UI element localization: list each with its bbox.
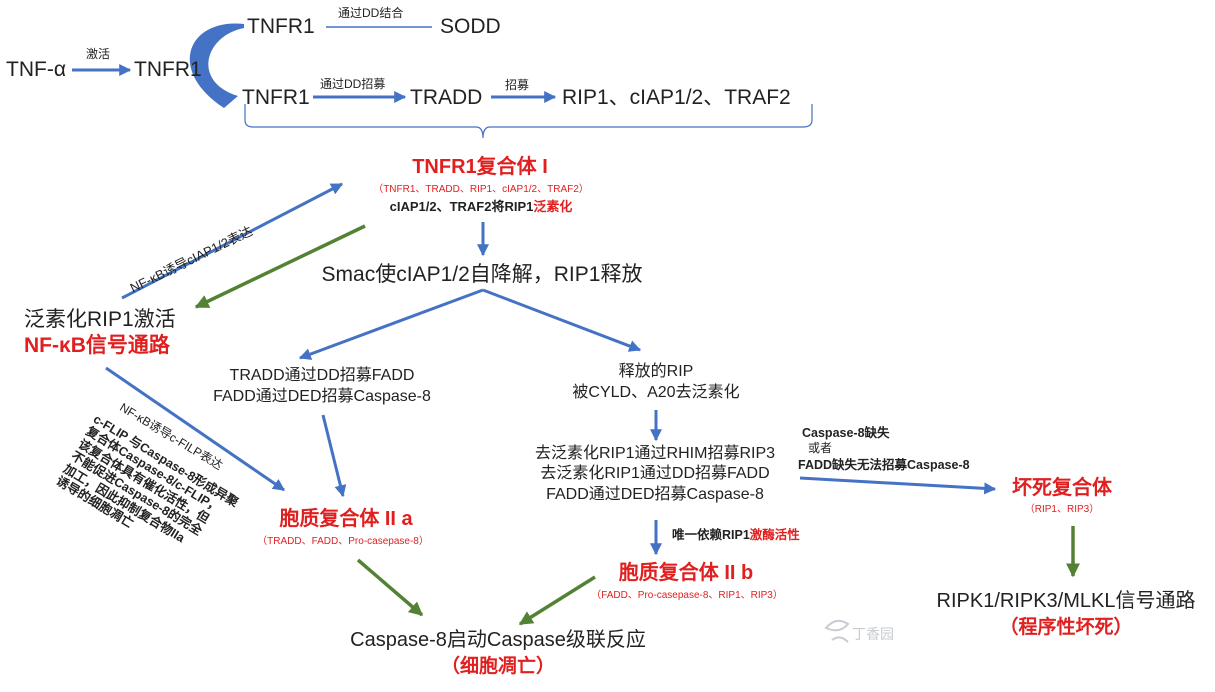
label-kinase-text: 唯一依赖RIP1 xyxy=(672,528,750,542)
left-mid-line: TRADD通过DD招募FADD xyxy=(229,367,415,384)
complex1-title: TNFR1复合体 I xyxy=(412,156,548,178)
watermark-logo-icon xyxy=(824,619,850,643)
necro-complex-title: 坏死复合体 xyxy=(1012,477,1112,499)
arrow-smac-to-left xyxy=(298,288,484,360)
deub-text: 去泛素化RIP1通过RHIM招募RIP3 去泛素化RIP1通过DD招募FADD … xyxy=(535,444,775,505)
deub-line: 去泛素化RIP1通过RHIM招募RIP3 xyxy=(534,445,776,462)
label-fadd-missing: FADD缺失无法招募Caspase-8 xyxy=(798,458,970,472)
curved-split-arrow xyxy=(189,23,244,108)
nfkb-pathway: NF-κB信号通路 xyxy=(24,334,170,357)
apoptosis-label: （细胞凋亡） xyxy=(440,656,556,677)
smac-node: Smac使cIAP1/2自降解，RIP1释放 xyxy=(321,263,643,286)
left-mid-line: FADD通过DED招募Caspase-8 xyxy=(213,387,431,405)
complex2b-title: 胞质复合体 II b xyxy=(618,562,754,584)
tnfr1-top-node: TNFR1 xyxy=(247,15,315,38)
complex2b-members: （FADD、Pro-casepase-8、RIP1、RIP3） xyxy=(591,590,783,601)
tnfr1-left-node: TNFR1 xyxy=(134,58,202,81)
brace-complex1 xyxy=(244,104,813,139)
label-kinase-highlight: 激酶活性 xyxy=(749,528,800,542)
tnfr1-mid-node: TNFR1 xyxy=(242,86,310,109)
arrow-complex2b-to-caspase xyxy=(518,575,596,626)
label-or: 或者 xyxy=(808,441,833,455)
complex1-note-highlight: 泛素化 xyxy=(533,199,573,214)
label-recruit: 招募 xyxy=(505,78,530,92)
released-line: 被CYLD、A20去泛素化 xyxy=(572,383,740,401)
complex1-note-text: cIAP1/2、TRAF2将RIP1 xyxy=(389,199,534,214)
arrow-left-to-complex2a xyxy=(321,414,347,498)
released-rip-text: 释放的RIP 被CYLD、A20去泛素化 xyxy=(572,362,739,404)
caspase-cascade: Caspase-8启动Caspase级联反应 xyxy=(350,629,646,651)
released-line: 释放的RIP xyxy=(618,363,694,380)
label-dd-recruit: 通过DD招募 xyxy=(320,77,386,91)
arrow-nfkb-to-complex2a xyxy=(105,366,285,492)
arrow-complex2a-to-caspase xyxy=(356,558,424,617)
deub-line: FADD通过DED招募Caspase-8 xyxy=(546,485,764,503)
deub-line: 去泛素化RIP1通过DD招募FADD xyxy=(540,465,770,483)
complex2a-title: 胞质复合体 II a xyxy=(279,508,413,530)
mlkl-pathway: RIPK1/RIPK3/MLKL信号通路 xyxy=(936,590,1196,612)
label-dd-bind: 通过DD结合 xyxy=(338,6,404,20)
tnf-alpha-node: TNF-α xyxy=(6,58,66,81)
necro-complex-members: （RIP1、RIP3） xyxy=(1024,504,1100,515)
complex2a-members: （TRADD、FADD、Pro-casepase-8） xyxy=(257,536,429,547)
arrow-deub-to-necro xyxy=(799,476,997,495)
ub-rip1-node: 泛素化RIP1激活 xyxy=(24,308,176,331)
label-casp-missing: Caspase-8缺失 xyxy=(802,426,890,440)
label-activate: 激活 xyxy=(86,47,111,61)
arrow-nfkb-to-complex1 xyxy=(121,182,344,300)
arrow-smac-to-right xyxy=(482,288,642,352)
rip1-group-node: RIP1、cIAP1/2、TRAF2 xyxy=(562,86,791,109)
sodd-node: SODD xyxy=(440,15,501,38)
complex1-note: cIAP1/2、TRAF2将RIP1泛素化 xyxy=(389,199,573,215)
complex1-members: （TNFR1、TRADD、RIP1、cIAP1/2、TRAF2） xyxy=(373,184,589,195)
arrow-complex1-to-ubrip1 xyxy=(194,224,366,309)
necroptosis-label: （程序性坏死） xyxy=(999,617,1133,638)
left-mid-text: TRADD通过DD招募FADD FADD通过DED招募Caspase-8 xyxy=(213,366,431,408)
label-kinase: 唯一依赖RIP1激酶活性 xyxy=(672,528,800,542)
tradd-node: TRADD xyxy=(410,86,483,109)
watermark: 丁香园 xyxy=(852,626,894,642)
